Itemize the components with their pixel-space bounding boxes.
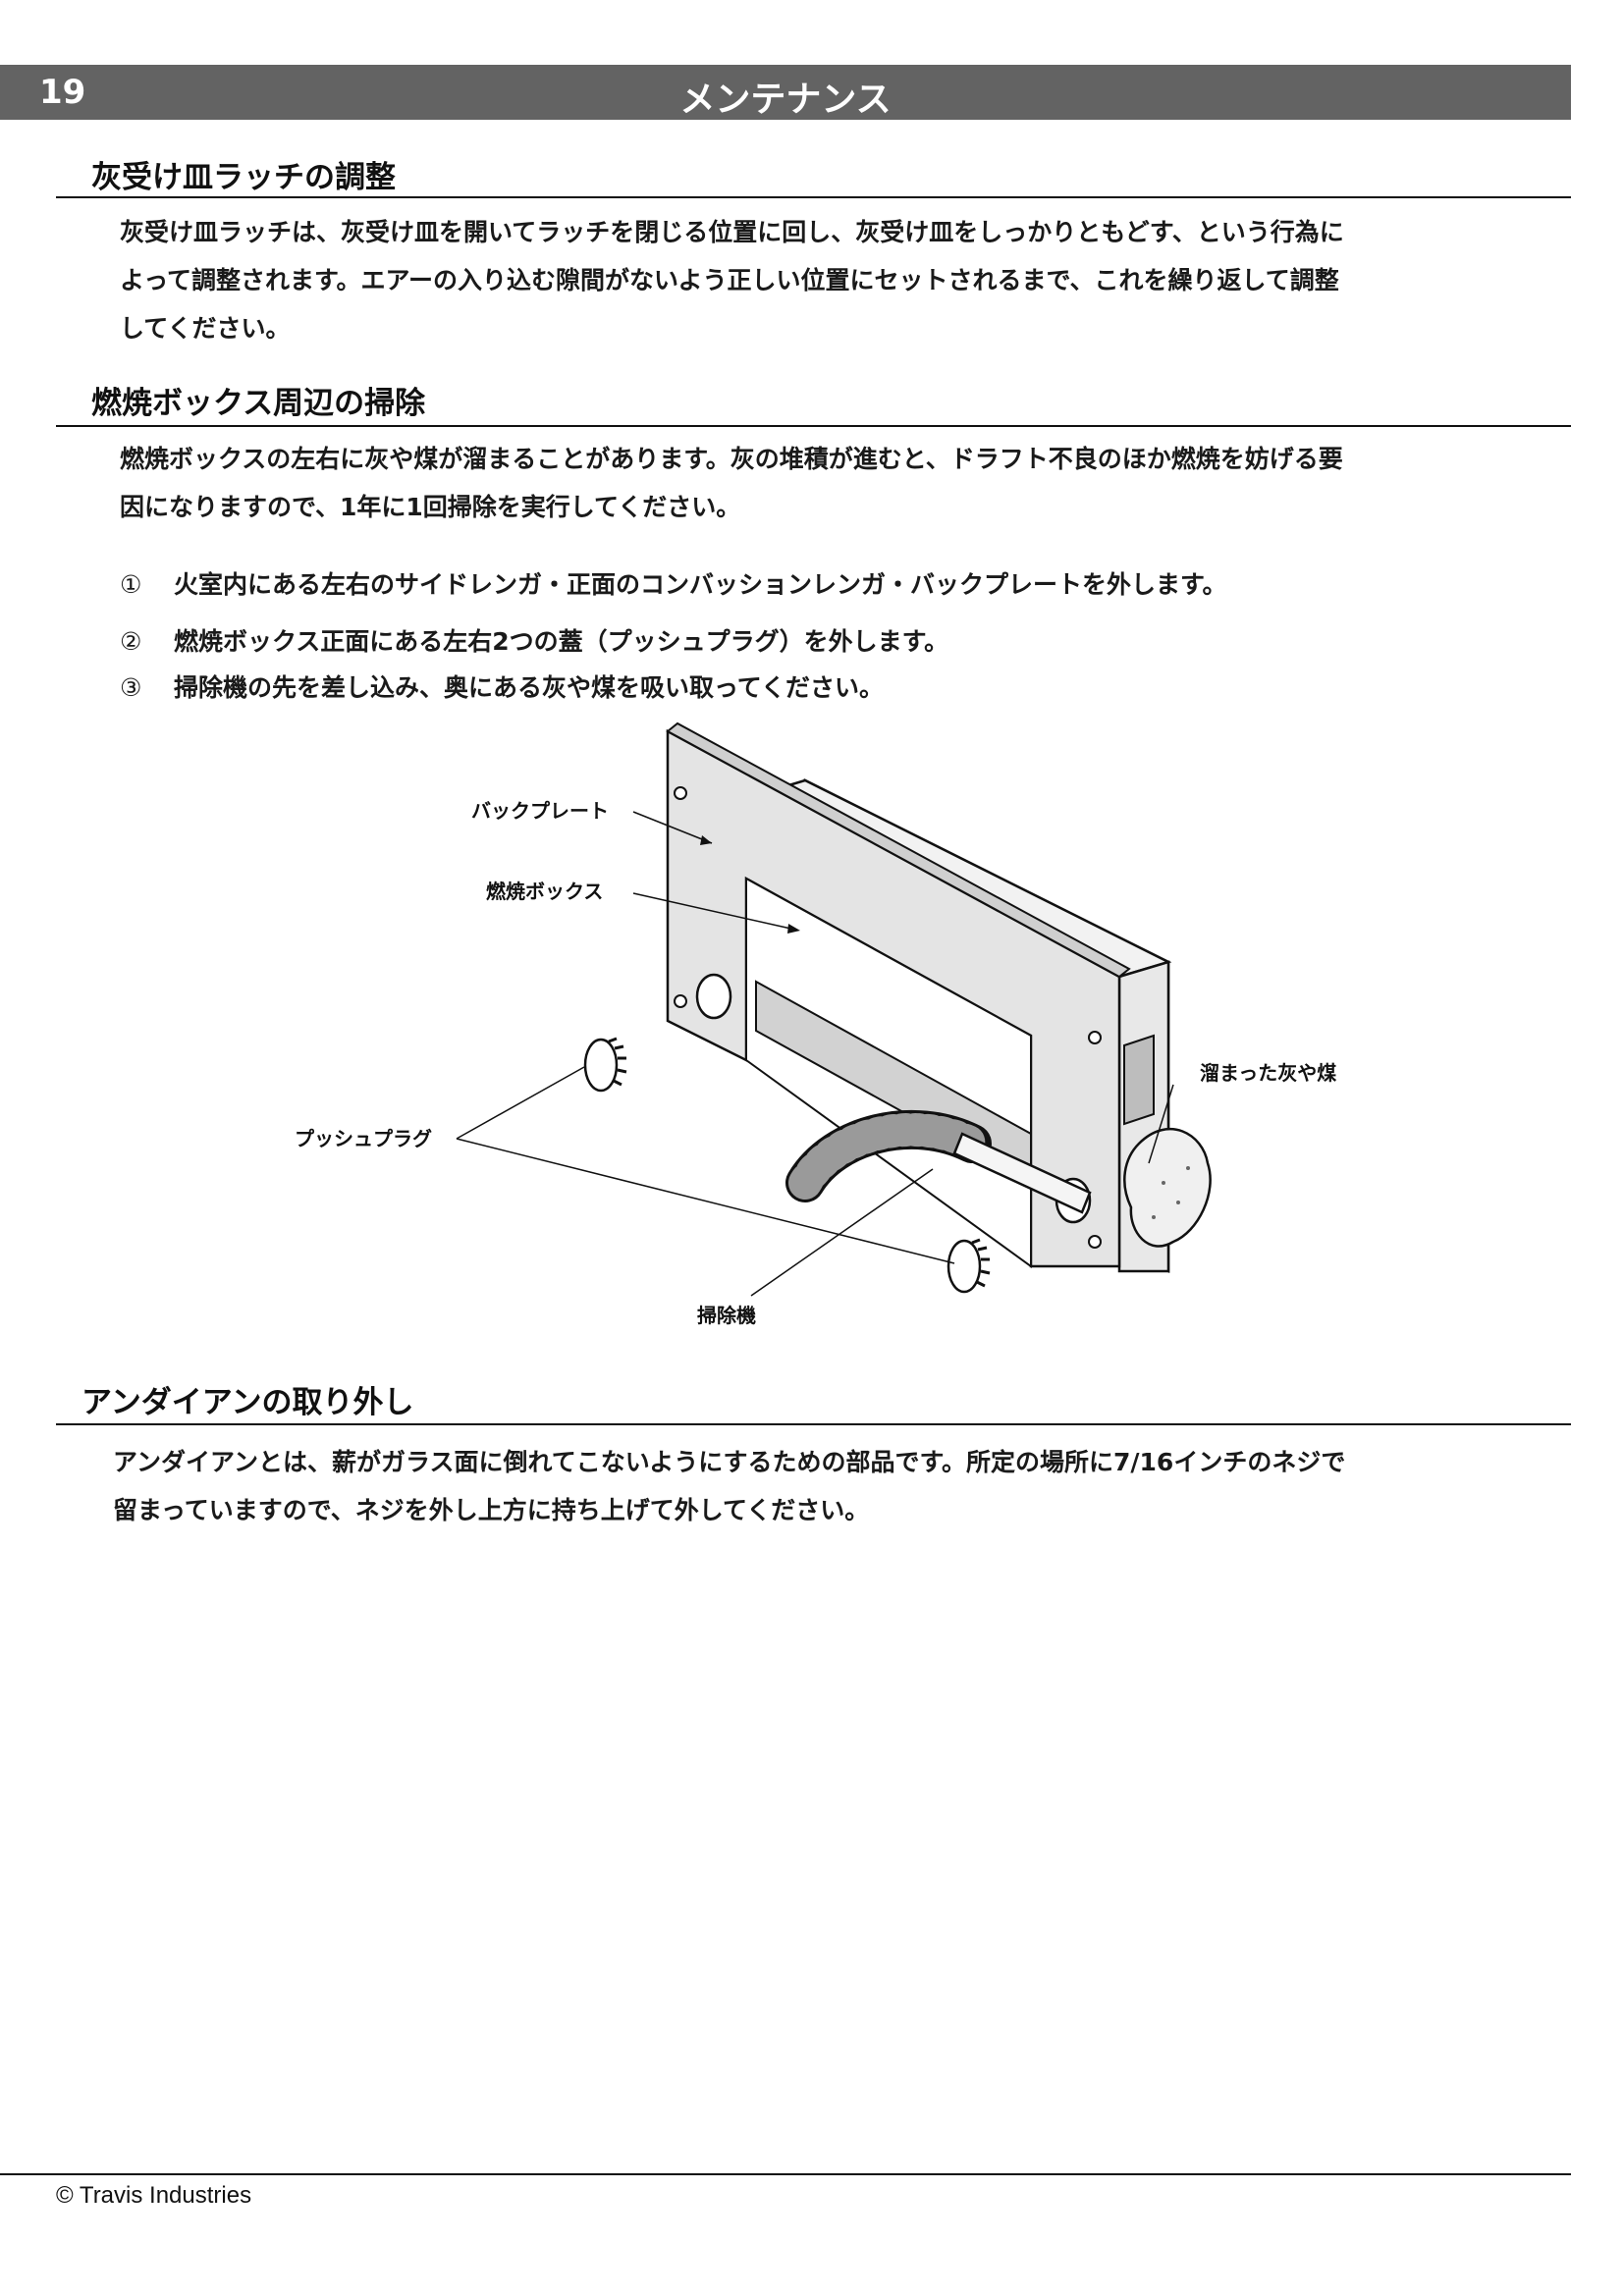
section-rule <box>56 196 1571 198</box>
step-item: ② 燃焼ボックス正面にある左右2つの蓋（プッシュプラグ）を外します。 <box>120 622 948 658</box>
step-text: 掃除機の先を差し込み、奥にある灰や煤を吸い取ってください。 <box>174 673 885 702</box>
back-plate-edge <box>666 721 1131 979</box>
paragraph-andiron: アンダイアンとは、薪がガラス面に倒れてこないようにするための部品です。所定の場所… <box>113 1438 1345 1534</box>
section-heading-firebox: 燃焼ボックス周辺の掃除 <box>91 386 426 421</box>
step-text: 火室内にある左右のサイドレンガ・正面のコンバッションレンガ・バックプレートを外し… <box>174 570 1227 599</box>
screw-icon <box>1088 1031 1102 1044</box>
label-firebox: 燃焼ボックス <box>486 880 603 903</box>
paragraph-line: よって調整されます。エアーの入り込む隙間がないよう正しい位置にセットされるまで、… <box>120 266 1339 294</box>
plug-hole <box>695 973 732 1020</box>
section-heading-andiron: アンダイアンの取り外し <box>81 1385 414 1420</box>
firebox-diagram: バックプレート 燃焼ボックス プッシュプラグ 溜まった灰や煤 掃除機 <box>295 721 1336 1327</box>
paragraph-line: 灰受け皿ラッチは、灰受け皿を開いてラッチを閉じる位置に回し、灰受け皿をしっかりと… <box>120 218 1344 246</box>
page-number: 19 <box>39 73 86 112</box>
step-number: ② <box>120 627 142 656</box>
section-rule <box>56 1423 1571 1425</box>
paragraph-line: アンダイアンとは、薪がガラス面に倒れてこないようにするための部品です。所定の場所… <box>113 1448 1346 1476</box>
vacuum-nozzle <box>952 1132 1092 1214</box>
step-text: 燃焼ボックス正面にある左右2つの蓋（プッシュプラグ）を外します。 <box>174 627 949 656</box>
push-plug <box>583 1037 627 1093</box>
paragraph-latch: 灰受け皿ラッチは、灰受け皿を開いてラッチを閉じる位置に回し、灰受け皿をしっかりと… <box>120 208 1344 352</box>
side-opening <box>1123 1034 1155 1126</box>
screw-icon <box>674 786 687 800</box>
label-vacuum: 掃除機 <box>697 1304 756 1327</box>
screw-icon <box>1088 1235 1102 1249</box>
section-heading-latch: 灰受け皿ラッチの調整 <box>91 160 396 195</box>
header-bar: 19 メンテナンス <box>0 65 1571 120</box>
copyright: © Travis Industries <box>56 2182 252 2209</box>
push-plug <box>947 1238 991 1294</box>
paragraph-line: 因になりますので、1年に1回掃除を実行してください。 <box>120 493 741 521</box>
footer-rule <box>0 2173 1571 2175</box>
paragraph-firebox: 燃焼ボックスの左右に灰や煤が溜まることがあります。灰の堆積が進むと、ドラフト不良… <box>120 435 1343 531</box>
header-title: メンテナンス <box>679 80 892 120</box>
step-number: ③ <box>120 673 142 702</box>
section-rule <box>56 425 1571 427</box>
step-item: ③ 掃除機の先を差し込み、奥にある灰や煤を吸い取ってください。 <box>120 668 884 704</box>
step-number: ① <box>120 570 142 599</box>
label-back-plate: バックプレート <box>471 799 609 823</box>
ash-pile <box>1123 1127 1212 1248</box>
label-ash-soot: 溜まった灰や煤 <box>1200 1061 1336 1085</box>
paragraph-line: 燃焼ボックスの左右に灰や煤が溜まることがあります。灰の堆積が進むと、ドラフト不良… <box>120 445 1343 473</box>
screw-icon <box>674 994 687 1008</box>
paragraph-line: 留まっていますので、ネジを外し上方に持ち上げて外してください。 <box>113 1496 870 1524</box>
paragraph-line: してください。 <box>120 314 291 343</box>
step-item: ① 火室内にある左右のサイドレンガ・正面のコンバッションレンガ・バックプレートを外… <box>120 565 1227 601</box>
label-push-plug: プッシュプラグ <box>295 1127 432 1150</box>
